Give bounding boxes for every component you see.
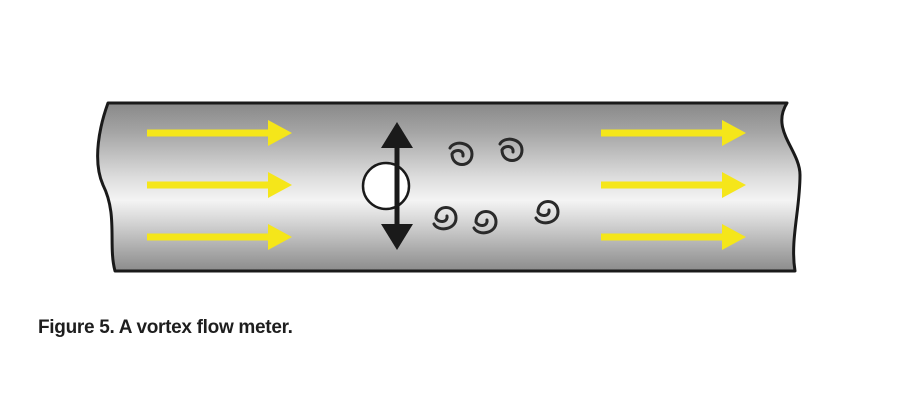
vortex-swirl-icon xyxy=(472,210,498,235)
outlet-flow-arrows xyxy=(601,120,746,250)
flow-arrow-icon xyxy=(601,120,746,146)
bluff-body-icon xyxy=(361,161,411,211)
inlet-flow-arrows xyxy=(147,120,292,250)
oscillation-arrow-icon xyxy=(381,122,413,250)
flow-arrow-icon xyxy=(147,120,292,146)
flow-arrow-icon xyxy=(601,224,746,250)
vortex-swirl-icon xyxy=(534,200,560,225)
vortex-swirl-icon xyxy=(432,206,458,231)
vortex-street xyxy=(432,137,560,235)
flow-arrow-icon xyxy=(601,172,746,198)
flow-arrow-icon xyxy=(147,224,292,250)
vortex-swirl-icon xyxy=(498,137,524,162)
vortex-swirl-icon xyxy=(448,141,474,166)
figure-caption: Figure 5. A vortex flow meter. xyxy=(38,317,293,338)
flow-arrow-icon xyxy=(147,172,292,198)
